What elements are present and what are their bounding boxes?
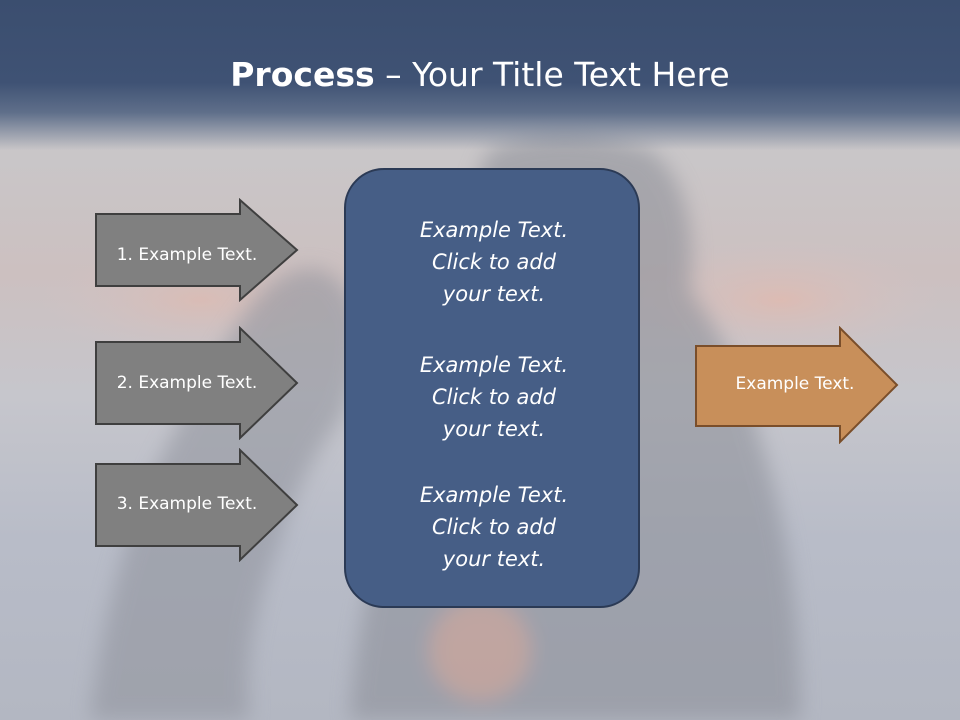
center-block-1-line-3: your text. [442,282,546,306]
header-band [0,0,960,150]
center-block-3-line-2: Click to add [431,515,556,539]
output-arrow[interactable] [694,326,900,444]
slide-title[interactable]: Process – Your Title Text Here [0,54,960,96]
center-block-2-line-2: Click to add [431,385,556,409]
input-arrow-3-label: 3. Example Text. [116,494,258,514]
center-text-block-2[interactable]: Example Text. Click to add your text. [346,349,642,445]
input-arrow-1[interactable] [94,198,300,302]
center-block-2-line-3: your text. [442,417,546,441]
title-bold: Process [230,55,375,94]
center-process-box[interactable]: Example Text. Click to add your text. Ex… [344,168,640,608]
output-arrow-label: Example Text. [735,374,855,394]
input-arrow-2-label: 2. Example Text. [116,373,258,393]
center-block-2-line-1: Example Text. [419,353,569,377]
input-arrow-2[interactable] [94,326,300,440]
input-arrow-3[interactable] [94,448,300,562]
center-text-block-3[interactable]: Example Text. Click to add your text. [346,479,642,575]
center-text-block-1[interactable]: Example Text. Click to add your text. [346,214,642,310]
center-block-1-line-2: Click to add [431,250,556,274]
center-block-3-line-3: your text. [442,547,546,571]
input-arrow-1-label: 1. Example Text. [116,245,258,265]
title-rest: – Your Title Text Here [374,55,730,94]
center-block-1-line-1: Example Text. [419,218,569,242]
center-block-3-line-1: Example Text. [419,483,569,507]
